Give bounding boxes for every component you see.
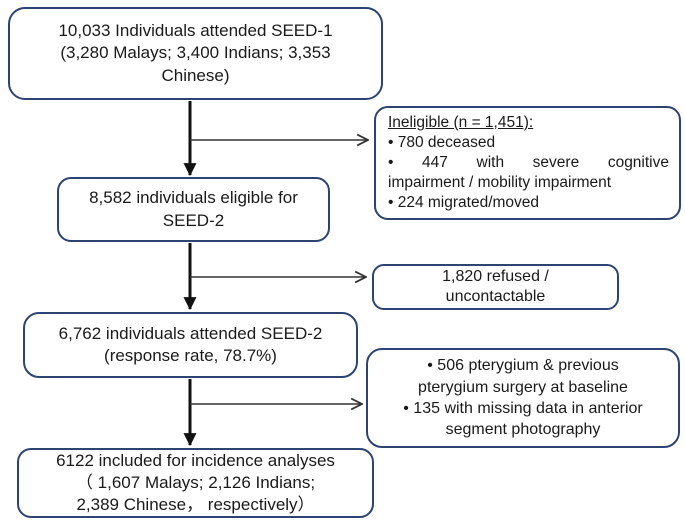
box-text-line: (response rate, 78.7%) bbox=[104, 346, 277, 365]
box-text-line: 2,389 Chinese， respectively） bbox=[76, 494, 315, 514]
bullet-cognitive-line2: impairment / mobility impairment bbox=[388, 174, 612, 192]
box-text-line: uncontactable bbox=[445, 288, 546, 305]
box-text-line: 1,820 refused / bbox=[442, 268, 549, 285]
bullet-deceased: • 780 deceased bbox=[388, 133, 496, 151]
bullet-pterygium-line2: pterygium surgery at baseline bbox=[418, 378, 628, 396]
box-text-line: SEED-2 bbox=[162, 210, 225, 230]
box-included-analyses: 6122 included for incidence analyses （ 1… bbox=[17, 448, 374, 518]
bullet-cognitive-line1: • 447 with severe cognitive bbox=[388, 153, 669, 171]
box-text-line: Chinese) bbox=[161, 65, 230, 85]
bullet-pterygium-line1: • 506 pterygium & previous bbox=[427, 357, 619, 375]
box-text-line: 10,033 Individuals attended SEED-1 bbox=[58, 20, 333, 40]
box-text-line: 6,762 individuals attended SEED-2 bbox=[58, 323, 323, 343]
box-text-line: 8,582 individuals eligible for bbox=[89, 188, 298, 208]
box-excluded-baseline: • 506 pterygium & previous pterygium sur… bbox=[366, 348, 680, 448]
ineligible-heading: Ineligible (n = 1,451): bbox=[388, 113, 534, 131]
box-seed1-attended: 10,033 Individuals attended SEED-1 (3,28… bbox=[8, 7, 383, 100]
box-refused: 1,820 refused / uncontactable bbox=[372, 264, 619, 310]
box-text-line: (3,280 Malays; 3,400 Indians; 3,353 bbox=[60, 43, 331, 63]
box-attended-seed2: 6,762 individuals attended SEED-2 (respo… bbox=[23, 312, 358, 378]
box-text-line: （ 1,607 Malays; 2,126 Indians; bbox=[75, 473, 316, 493]
box-text-line: 6122 included for incidence analyses bbox=[56, 451, 335, 471]
bullet-migrated: • 224 migrated/moved bbox=[388, 194, 540, 212]
bullet-missing-data-line1: • 135 with missing data in anterior bbox=[403, 400, 643, 417]
box-eligible-seed2: 8,582 individuals eligible for SEED-2 bbox=[57, 177, 330, 242]
box-ineligible: Ineligible (n = 1,451): • 780 deceased •… bbox=[374, 106, 681, 220]
bullet-missing-data-line2: segment photography bbox=[445, 421, 601, 439]
